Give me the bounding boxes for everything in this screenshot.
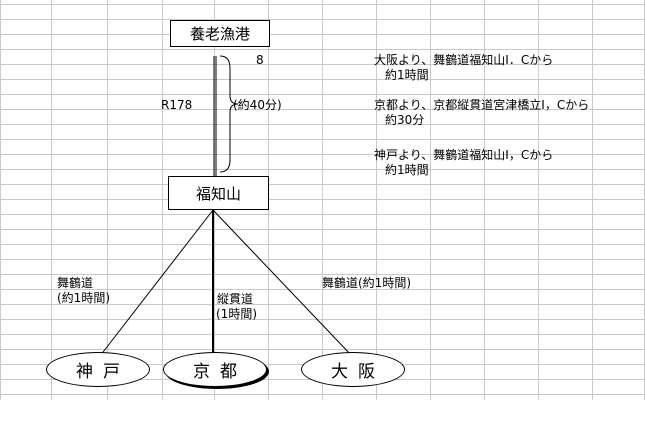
note-kobe-line1: 神戸より、舞鶴道福知山I，Cから: [374, 148, 554, 162]
note-kyoto-line1: 京都より、京都縦貫道宮津橋立I，Cから: [374, 98, 590, 112]
note-kobe-line2: 約1時間: [385, 163, 429, 177]
duration-brace: [219, 55, 239, 173]
route-osaka-label: 舞鶴道(約1時間): [322, 276, 411, 290]
route-kobe-label-2: (約1時間): [57, 291, 110, 305]
node-fukuchiyama: 福知山: [168, 176, 269, 210]
node-osaka: 大阪: [301, 352, 405, 387]
line-fukuchiyama-to-osaka: [212, 209, 353, 357]
route-number-label: 8: [256, 53, 264, 67]
note-osaka-line1: 大阪より、舞鶴道福知山I．Cから: [374, 53, 554, 67]
route-kobe-label-1: 舞鶴道: [57, 276, 94, 290]
line-fukuchiyama-to-kobe: [99, 209, 214, 357]
route-kyoto-label-2: (1時間): [216, 307, 257, 321]
node-port: 養老漁港: [170, 20, 270, 47]
duration-label-top: (約40分): [233, 98, 282, 112]
road-label-r178: R178: [161, 98, 193, 112]
note-kyoto-line2: 約30分: [385, 113, 425, 127]
route-kyoto-label-1: 縦貫道: [217, 292, 254, 306]
note-osaka-line2: 約1時間: [385, 68, 429, 82]
node-kobe: 神戸: [46, 352, 150, 387]
node-kyoto: 京都: [163, 352, 267, 387]
